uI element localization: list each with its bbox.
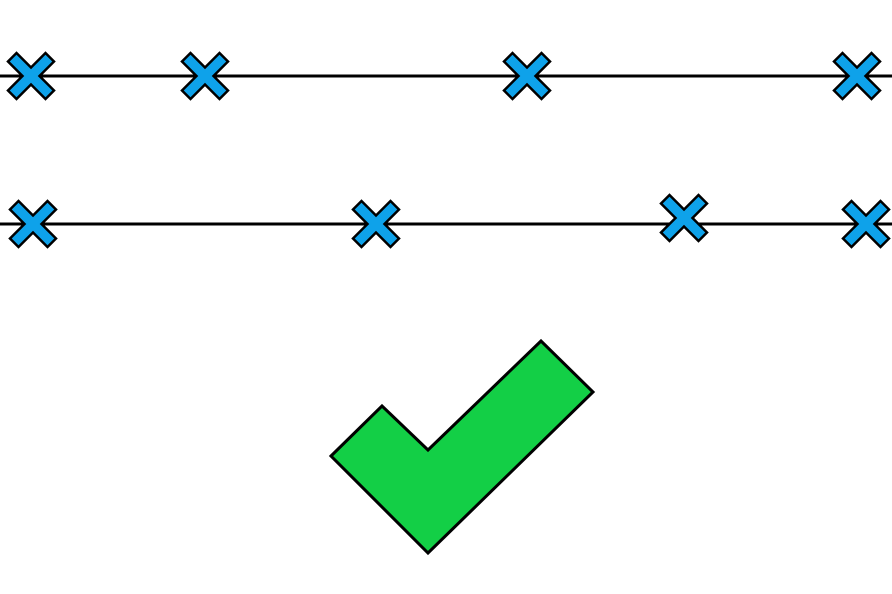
cross-icon (502, 51, 552, 101)
checkmark-icon (328, 338, 596, 556)
cross-icon (6, 51, 56, 101)
cross-icon (659, 193, 709, 243)
cross-icon (841, 199, 891, 249)
cross-icon (351, 199, 401, 249)
cross-icon (8, 199, 58, 249)
cross-icon (832, 51, 882, 101)
cross-icon (180, 51, 230, 101)
